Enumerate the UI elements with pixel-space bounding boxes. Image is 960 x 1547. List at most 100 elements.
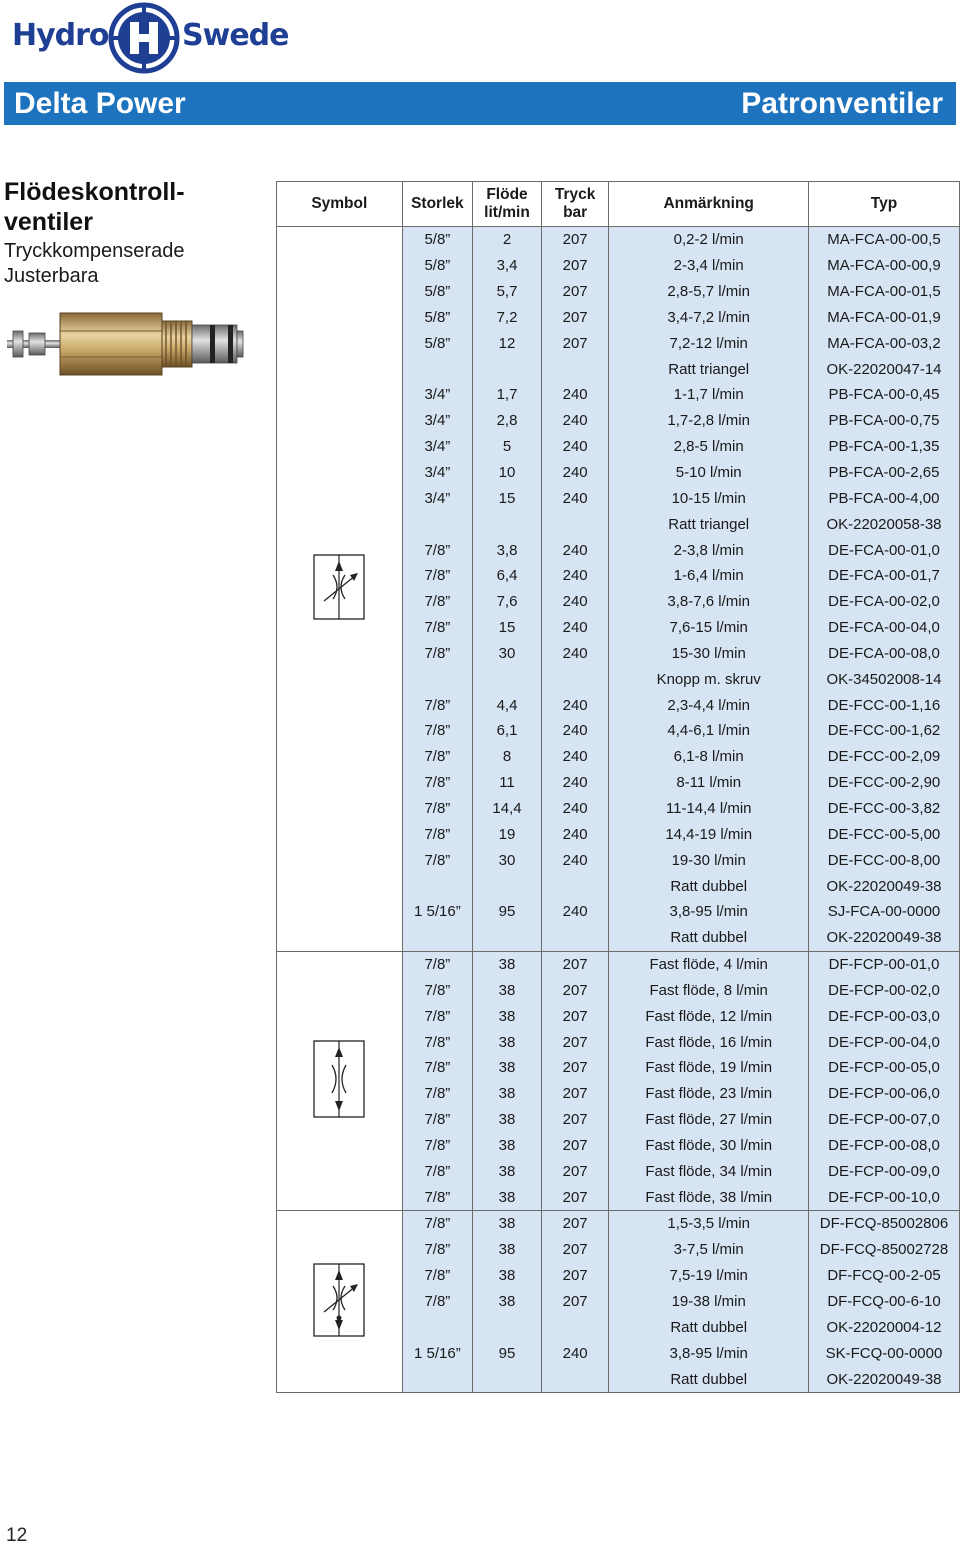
pressure-cell: 207: [540, 977, 610, 1004]
pressure-cell: [540, 1314, 610, 1341]
size-cell: 7/8”: [401, 1055, 474, 1081]
symbol-cell: [276, 226, 403, 952]
flow-cell: 95: [472, 898, 542, 925]
flow-cell: 38: [472, 1106, 542, 1133]
type-cell: DE-FCA-00-01,7: [807, 562, 960, 589]
note-cell: Fast flöde, 23 l/min: [608, 1080, 809, 1107]
size-cell: 7/8”: [401, 640, 474, 667]
type-cell: MA-FCA-00-00,9: [807, 252, 960, 279]
size-cell: 3/4”: [401, 485, 474, 512]
type-cell: DE-FCA-00-08,0: [807, 640, 960, 667]
type-cell: DE-FCC-00-1,62: [807, 718, 960, 744]
pressure-cell: 240: [540, 640, 610, 667]
type-cell: DE-FCP-00-02,0: [807, 977, 960, 1004]
type-cell: PB-FCA-00-1,35: [807, 433, 960, 460]
pressure-cell: 240: [540, 769, 610, 796]
flow-cell: 3,4: [472, 252, 542, 279]
flow-cell: 6,4: [472, 562, 542, 589]
note-cell: 3,8-95 l/min: [608, 898, 809, 925]
flow-cell: 38: [472, 1262, 542, 1289]
note-cell: Fast flöde, 12 l/min: [608, 1003, 809, 1030]
note-cell: Fast flöde, 30 l/min: [608, 1132, 809, 1159]
flow-cell: 19: [472, 821, 542, 848]
pressure-cell: 207: [540, 226, 610, 253]
type-cell: DF-FCQ-85002728: [807, 1236, 960, 1263]
type-cell: DF-FCQ-85002806: [807, 1210, 960, 1237]
size-cell: 5/8”: [401, 304, 474, 331]
note-cell: Fast flöde, 19 l/min: [608, 1055, 809, 1081]
pressure-cell: 240: [540, 433, 610, 460]
type-cell: DE-FCP-00-10,0: [807, 1184, 960, 1212]
pressure-cell: 207: [540, 252, 610, 279]
note-cell: 1,5-3,5 l/min: [608, 1210, 809, 1237]
flow-cell: 95: [472, 1340, 542, 1367]
flow-cell: 38: [472, 1158, 542, 1185]
flow-cell: 5,7: [472, 278, 542, 305]
note-cell: 2-3,4 l/min: [608, 252, 809, 279]
size-cell: 5/8”: [401, 252, 474, 279]
type-cell: SJ-FCA-00-0000: [807, 898, 960, 925]
size-cell: 7/8”: [401, 562, 474, 589]
cartridge-valve-image: [7, 312, 244, 376]
type-cell: PB-FCA-00-2,65: [807, 459, 960, 486]
symbol-cell: [276, 950, 403, 1212]
size-cell: 5/8”: [401, 278, 474, 305]
banner-title-left: Delta Power: [14, 87, 186, 120]
pressure-cell: 207: [540, 1003, 610, 1030]
note-cell: 7,2-12 l/min: [608, 330, 809, 357]
pressure-cell: 240: [540, 821, 610, 848]
section-subtitle-2: Justerbara: [4, 265, 99, 287]
size-cell: 3/4”: [401, 382, 474, 408]
note-cell: 4,4-6,1 l/min: [608, 718, 809, 744]
size-cell: 7/8”: [401, 847, 474, 874]
flow-cell: 38: [472, 1236, 542, 1263]
flow-cell: [472, 1366, 542, 1393]
logo-emblem-icon: [108, 2, 180, 74]
pressure-cell: 207: [540, 304, 610, 331]
pressure-cell: 240: [540, 588, 610, 615]
type-cell: DE-FCP-00-06,0: [807, 1080, 960, 1107]
size-cell: 1 5/16”: [401, 1340, 474, 1367]
size-cell: [401, 1366, 474, 1393]
note-cell: 10-15 l/min: [608, 485, 809, 512]
flow-cell: 15: [472, 614, 542, 641]
pressure-cell: 240: [540, 795, 610, 822]
pressure-cell: [540, 1366, 610, 1393]
type-cell: OK-22020058-38: [807, 511, 960, 538]
flow-cell: 38: [472, 977, 542, 1004]
type-cell: MA-FCA-00-01,5: [807, 278, 960, 305]
note-cell: 2,3-4,4 l/min: [608, 692, 809, 719]
type-cell: OK-22020049-38: [807, 873, 960, 899]
pressure-cell: 207: [540, 951, 610, 978]
note-cell: Ratt triangel: [608, 511, 809, 538]
section-title-line1: Flödeskontroll-: [4, 178, 185, 206]
pressure-cell: 240: [540, 562, 610, 589]
flow-cell: [472, 511, 542, 538]
size-cell: [401, 356, 474, 383]
size-cell: 7/8”: [401, 769, 474, 796]
flow-cell: 2,8: [472, 407, 542, 434]
size-cell: [401, 1314, 474, 1341]
flow-cell: 30: [472, 847, 542, 874]
flow-cell: 5: [472, 433, 542, 460]
pressure-cell: 207: [540, 1029, 610, 1055]
